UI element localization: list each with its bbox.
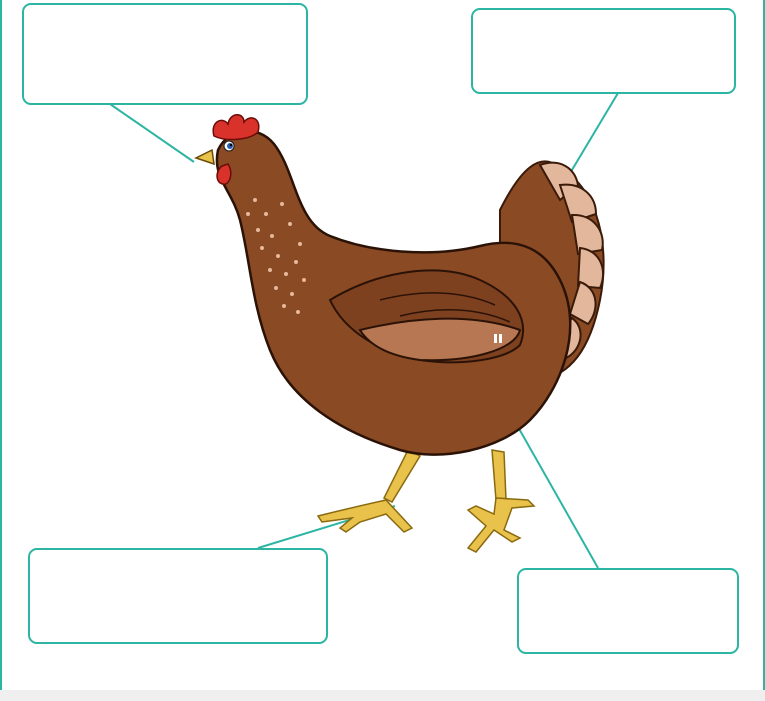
beak xyxy=(194,148,215,166)
label-box-foot[interactable] xyxy=(28,548,328,644)
label-box-beak[interactable] xyxy=(22,3,308,105)
bottom-strip xyxy=(0,690,765,701)
eye xyxy=(223,140,235,152)
left-border xyxy=(0,0,2,690)
comb xyxy=(212,114,260,185)
label-box-tail[interactable] xyxy=(471,8,736,94)
label-box-wing[interactable] xyxy=(517,568,739,654)
right-border xyxy=(763,0,765,690)
wing xyxy=(328,269,525,364)
beak-pointer-line xyxy=(109,103,195,163)
breast-spots xyxy=(246,198,306,314)
legs xyxy=(316,448,536,553)
